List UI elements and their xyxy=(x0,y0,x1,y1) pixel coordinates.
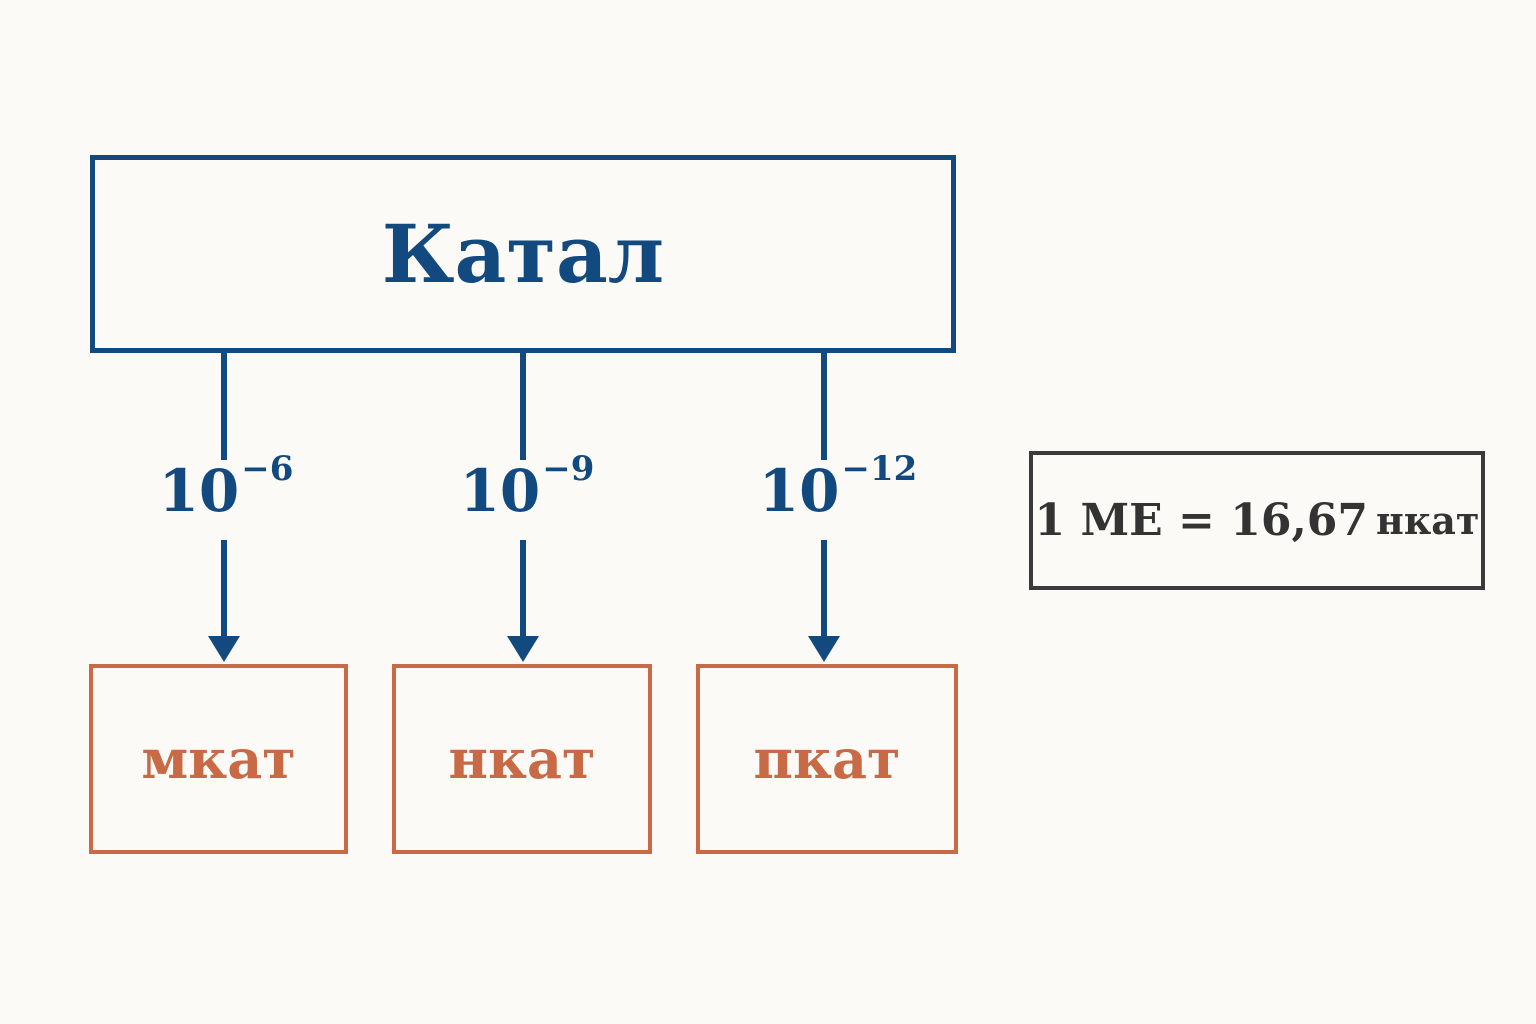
connector-1-upper xyxy=(520,353,526,460)
arrowhead-0 xyxy=(208,636,240,662)
factor-label-0: 10−6 xyxy=(126,452,326,520)
conversion-note-lhs: 1 МЕ = 16,67 xyxy=(1034,495,1369,546)
unit-label-2: пкат xyxy=(753,727,901,791)
conversion-note-unit: нкат xyxy=(1376,498,1480,543)
arrowhead-1 xyxy=(507,636,539,662)
connector-2-upper xyxy=(821,353,827,460)
arrowhead-2 xyxy=(808,636,840,662)
unit-label-0: мкат xyxy=(141,727,296,791)
unit-label-1: нкат xyxy=(448,727,596,791)
unit-node-pkat: пкат xyxy=(696,664,958,854)
factor-base-1: 10 xyxy=(459,457,541,525)
factor-label-2: 10−12 xyxy=(738,452,938,520)
factor-exponent-0: −6 xyxy=(241,449,294,489)
connector-0-upper xyxy=(221,353,227,460)
connector-0-lower xyxy=(221,540,227,638)
factor-exponent-2: −12 xyxy=(841,449,918,489)
unit-node-nkat: нкат xyxy=(392,664,652,854)
katal-label: Катал xyxy=(381,207,665,301)
factor-base-2: 10 xyxy=(758,457,840,525)
unit-node-mkat: мкат xyxy=(89,664,348,854)
katal-node: Катал xyxy=(90,155,956,353)
conversion-note: 1 МЕ = 16,67 нкат xyxy=(1029,451,1485,590)
factor-label-1: 10−9 xyxy=(427,452,627,520)
factor-base-0: 10 xyxy=(158,457,240,525)
connector-2-lower xyxy=(821,540,827,638)
connector-1-lower xyxy=(520,540,526,638)
factor-exponent-1: −9 xyxy=(542,449,595,489)
